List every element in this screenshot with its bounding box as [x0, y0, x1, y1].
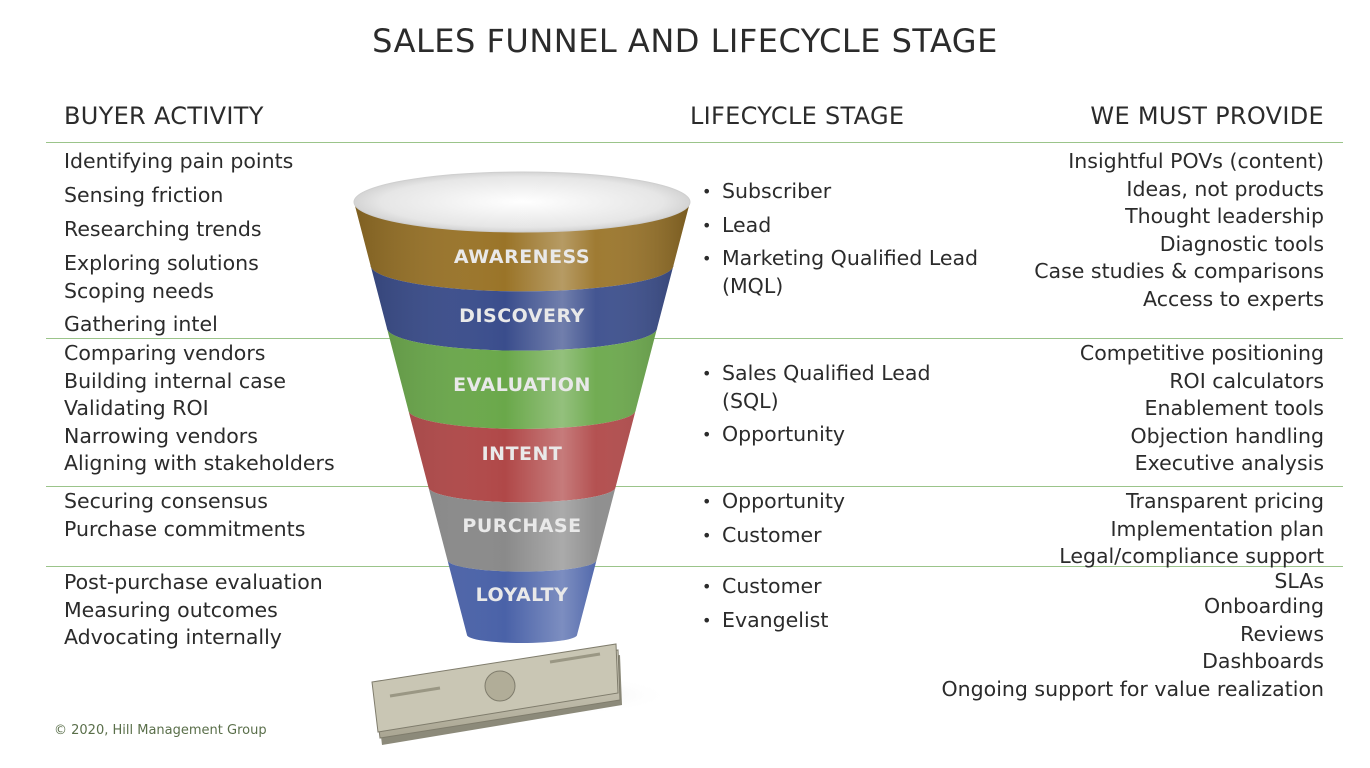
stage-group-1: Subscriber Lead Marketing Qualified Lead… — [702, 178, 992, 300]
list-item: Measuring outcomes — [64, 597, 278, 622]
cash-stack-icon — [371, 643, 622, 745]
buyer-group-1: Identifying pain points Sensing friction… — [64, 148, 293, 339]
funnel-label-evaluation: EVALUATION — [453, 374, 591, 396]
list-item: Scoping needs — [64, 279, 214, 303]
list-item: Narrowing vendors — [64, 423, 258, 448]
list-item: Exploring solutions — [64, 251, 259, 275]
list-item: Thought leadership — [1125, 204, 1324, 228]
list-item: Post-purchase evaluation — [64, 570, 323, 594]
funnel-label-intent: INTENT — [481, 443, 563, 465]
divider-rule — [46, 486, 1343, 487]
funnel-label-purchase: PURCHASE — [462, 515, 582, 537]
bullet-item: Customer — [702, 522, 992, 550]
list-item: Executive analysis — [1134, 451, 1324, 475]
header-we-must-provide: WE MUST PROVIDE — [1090, 102, 1324, 130]
funnel-label-discovery: DISCOVERY — [459, 305, 585, 327]
provide-group-4: SLAs Onboarding Reviews Dashboards Ongoi… — [942, 569, 1324, 703]
bullet-item: Evangelist — [702, 607, 992, 635]
stage-group-4: Customer Evangelist — [702, 573, 992, 634]
funnel-label-awareness: AWARENESS — [453, 246, 591, 268]
list-item: Legal/compliance support — [1059, 544, 1324, 568]
list-item: Reviews — [1240, 621, 1324, 646]
page-title: SALES FUNNEL AND LIFECYCLE STAGE — [372, 22, 998, 60]
bullet-item: Customer — [702, 573, 992, 601]
list-item: Building internal case — [64, 368, 286, 393]
list-item: Securing consensus — [64, 489, 268, 513]
bullet-item: Opportunity — [702, 421, 992, 449]
list-item: ROI calculators — [1169, 368, 1324, 393]
buyer-group-3: Securing consensus Purchase commitments — [64, 488, 305, 543]
list-item: SLAs — [1274, 569, 1324, 593]
list-item: Access to experts — [1143, 286, 1324, 311]
list-item: Implementation plan — [1110, 516, 1324, 541]
provide-group-1: Insightful POVs (content) Ideas, not pro… — [1034, 148, 1324, 313]
list-item: Competitive positioning — [1079, 341, 1324, 365]
list-item: Ideas, not products — [1126, 176, 1324, 201]
bullet-item: Sales Qualified Lead (SQL) — [702, 360, 992, 415]
list-item: Onboarding — [1203, 594, 1324, 618]
header-lifecycle-stage: LIFECYCLE STAGE — [690, 102, 905, 130]
list-item: Diagnostic tools — [1159, 231, 1324, 256]
list-item: Case studies & comparisons — [1034, 259, 1324, 283]
bullet-item: Marketing Qualified Lead (MQL) — [702, 245, 992, 300]
list-item: Researching trends — [64, 217, 262, 241]
funnel-highlight — [354, 202, 690, 643]
provide-group-3: Transparent pricing Implementation plan … — [1059, 488, 1324, 571]
divider-rule — [46, 142, 1343, 143]
stage-group-3: Opportunity Customer — [702, 488, 992, 549]
buyer-group-2: Comparing vendors Building internal case… — [64, 340, 335, 478]
divider-rule — [46, 566, 1343, 567]
buyer-group-4: Post-purchase evaluation Measuring outco… — [64, 569, 323, 652]
funnel-rim — [353, 171, 691, 233]
stage-group-2: Sales Qualified Lead (SQL) Opportunity — [702, 360, 992, 449]
list-item: Insightful POVs (content) — [1068, 149, 1324, 173]
sales-funnel — [353, 171, 691, 745]
list-item: Comparing vendors — [64, 341, 266, 365]
list-item: Transparent pricing — [1126, 489, 1324, 513]
list-item: Sensing friction — [64, 183, 224, 207]
list-item: Objection handling — [1130, 423, 1324, 448]
provide-group-2: Competitive positioning ROI calculators … — [1080, 340, 1324, 478]
divider-rule — [46, 338, 1343, 339]
list-item: Enablement tools — [1144, 396, 1324, 420]
list-item: Ongoing support for value realization — [941, 676, 1324, 701]
list-item: Dashboards — [1202, 649, 1324, 673]
bullet-item: Opportunity — [702, 488, 992, 516]
list-item: Validating ROI — [64, 396, 209, 420]
header-buyer-activity: BUYER ACTIVITY — [64, 102, 264, 130]
list-item: Purchase commitments — [64, 516, 306, 541]
bullet-item: Subscriber — [702, 178, 992, 206]
list-item: Advocating internally — [64, 625, 282, 649]
funnel-label-loyalty: LOYALTY — [475, 584, 569, 606]
copyright-footer: © 2020, Hill Management Group — [54, 723, 267, 738]
list-item: Gathering intel — [64, 312, 218, 336]
list-item: Identifying pain points — [64, 149, 294, 173]
list-item: Aligning with stakeholders — [64, 451, 335, 475]
bullet-item: Lead — [702, 212, 992, 240]
